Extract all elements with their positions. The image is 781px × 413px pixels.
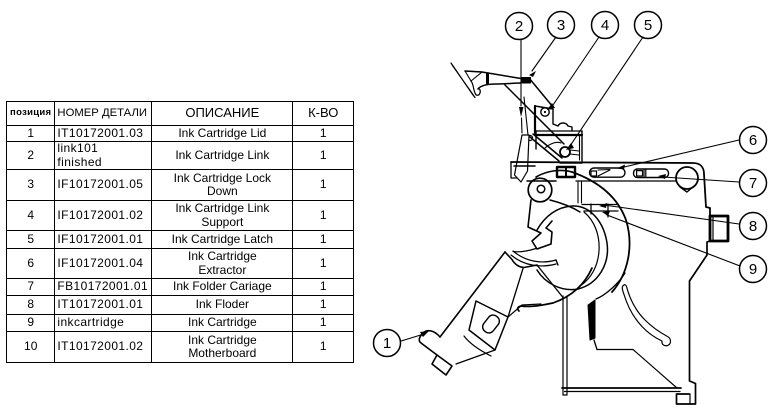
svg-text:7: 7 — [749, 175, 757, 192]
svg-text:1: 1 — [383, 335, 391, 352]
svg-text:9: 9 — [749, 261, 757, 278]
svg-text:2: 2 — [515, 18, 523, 35]
svg-text:4: 4 — [601, 17, 609, 34]
svg-text:5: 5 — [644, 17, 652, 34]
svg-text:3: 3 — [557, 17, 565, 34]
svg-text:6: 6 — [749, 132, 757, 149]
svg-text:8: 8 — [749, 218, 757, 235]
